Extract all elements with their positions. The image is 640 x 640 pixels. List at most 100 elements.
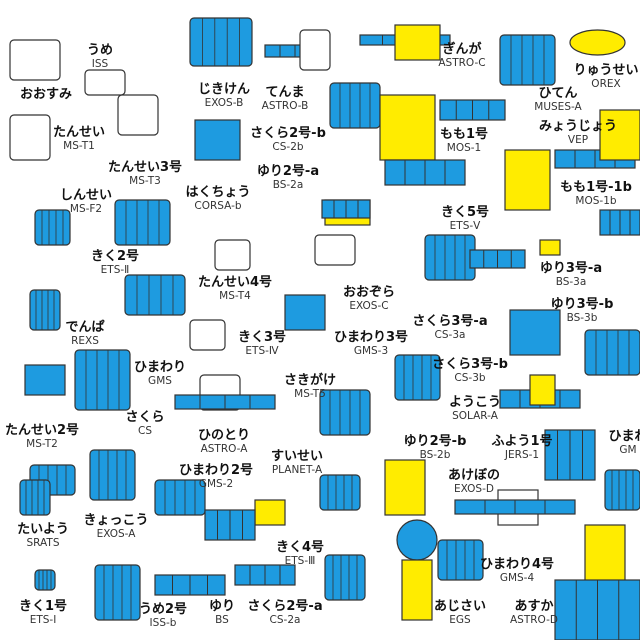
japanese-name: ひまわり4号 bbox=[479, 557, 555, 572]
satellite-body bbox=[124, 274, 186, 316]
designation: MS-T3 bbox=[129, 175, 161, 187]
satellite-body bbox=[299, 29, 331, 71]
designation: ASTRO-D bbox=[510, 614, 558, 626]
designation: CS bbox=[137, 425, 152, 437]
japanese-name: さくら3号-b bbox=[432, 357, 508, 372]
japanese-name: ひまわり bbox=[133, 360, 187, 375]
designation: BS-2b bbox=[419, 449, 451, 461]
designation: BS-3a bbox=[555, 276, 587, 288]
satellite-body bbox=[84, 69, 126, 96]
designation: ETS-Ⅰ bbox=[29, 614, 57, 626]
japanese-name: あじさい bbox=[433, 599, 487, 614]
designation: ETS-Ⅳ bbox=[245, 345, 279, 357]
designation: GMS bbox=[148, 375, 172, 387]
japanese-name: うめ2号 bbox=[138, 602, 188, 617]
japanese-name: すいせい bbox=[270, 449, 324, 464]
japanese-name: たいよう bbox=[17, 522, 69, 537]
japanese-name: ようこう bbox=[448, 395, 502, 410]
japanese-name: ぎんが bbox=[442, 42, 482, 57]
satellite-body bbox=[396, 519, 438, 561]
satellite-body bbox=[329, 82, 381, 129]
satellite-body bbox=[34, 209, 71, 246]
designation: ETS-Ⅴ bbox=[449, 220, 481, 232]
japanese-name: ひてん bbox=[538, 86, 578, 101]
designation: PLANET-A bbox=[271, 464, 323, 476]
japanese-name: うめ bbox=[86, 43, 114, 58]
designation: GMS-3 bbox=[353, 345, 389, 357]
designation: CS-3a bbox=[434, 329, 466, 341]
designation: GMS-4 bbox=[499, 572, 535, 584]
satellite-body bbox=[284, 294, 326, 331]
satellite-body bbox=[189, 319, 226, 351]
designation: EXOS-A bbox=[96, 528, 136, 540]
satellite-body bbox=[94, 564, 141, 621]
designation: ETS-Ⅱ bbox=[100, 264, 130, 276]
satellite-body bbox=[254, 499, 286, 526]
satellite-body bbox=[29, 289, 61, 331]
satellite-body bbox=[319, 389, 371, 436]
japanese-name: ひまわり3号 bbox=[333, 330, 409, 345]
satellite-body bbox=[379, 94, 436, 161]
designation: MUSES-A bbox=[534, 101, 582, 113]
satellite-label: おおすみ bbox=[20, 88, 72, 101]
japanese-name: きょっこう bbox=[83, 513, 149, 528]
satellite-body bbox=[394, 24, 441, 61]
designation: VEP bbox=[567, 134, 589, 146]
satellite-body bbox=[529, 374, 556, 406]
satellite-body bbox=[214, 239, 251, 271]
japanese-name: あすか bbox=[514, 599, 554, 614]
japanese-name: ひまわ bbox=[608, 429, 640, 444]
satellite-body bbox=[24, 364, 66, 396]
japanese-name: ゆり bbox=[208, 599, 236, 614]
japanese-name: ひのとり bbox=[197, 428, 251, 443]
satellite-body bbox=[509, 309, 561, 356]
japanese-name: たんせい2号 bbox=[4, 423, 80, 438]
japanese-name: さくら3号-a bbox=[412, 314, 488, 329]
designation: JERS-1 bbox=[504, 449, 540, 461]
satellite-body bbox=[19, 479, 51, 516]
japanese-name: ふよう1号 bbox=[491, 434, 553, 449]
designation: CS-3b bbox=[454, 372, 486, 384]
designation: ISS bbox=[91, 58, 109, 70]
satellite-body bbox=[189, 17, 253, 67]
japanese-name: りゅうせい bbox=[573, 63, 639, 78]
designation: EXOS-C bbox=[349, 300, 389, 312]
designation: EXOS-B bbox=[204, 97, 244, 109]
designation: MS-F2 bbox=[69, 203, 103, 215]
japanese-name: さくら bbox=[125, 410, 165, 425]
japanese-name: もも1号 bbox=[439, 127, 489, 142]
satellite-body bbox=[401, 559, 433, 621]
japanese-name: さくら2号-a bbox=[247, 599, 323, 614]
japanese-name: でんぱ bbox=[65, 320, 105, 335]
satellite-body bbox=[319, 474, 361, 511]
japanese-name: ゆり2号-b bbox=[403, 434, 467, 449]
designation: SRATS bbox=[26, 537, 60, 549]
